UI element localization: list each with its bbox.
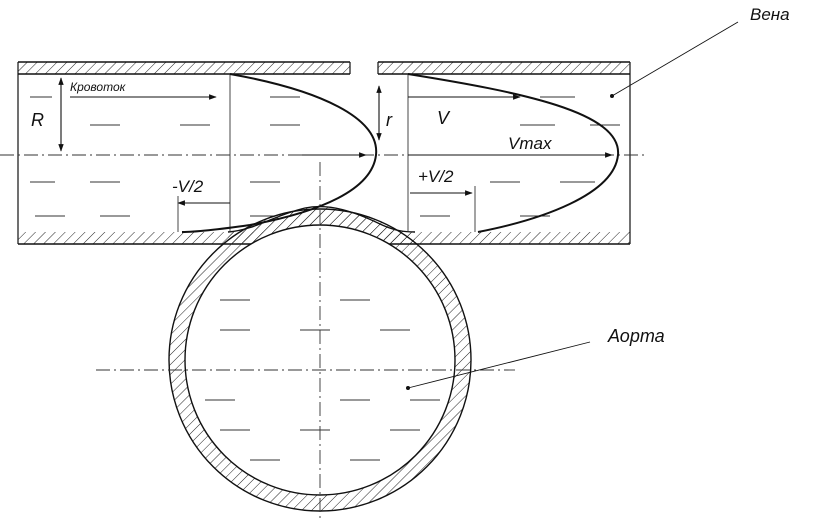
aorta-leader-line	[407, 341, 591, 389]
local-radius-label: r	[386, 110, 393, 130]
max-velocity-label: Vmax	[508, 134, 552, 153]
aorta-label: Аорта	[607, 326, 665, 346]
aorta-fluid-marks	[205, 299, 440, 461]
right-velocity-profile	[407, 73, 620, 233]
vein-leader-line	[611, 21, 739, 97]
pos-half-velocity-label: +V/2	[418, 167, 454, 186]
left-velocity-profile	[70, 73, 378, 233]
velocity-label: V	[437, 108, 451, 128]
blood-flow-label: Кровоток	[70, 80, 127, 94]
vein-label: Вена	[750, 5, 790, 24]
left-parabola	[181, 73, 378, 233]
neg-half-velocity-label: -V/2	[172, 177, 204, 196]
vein-top-wall	[18, 62, 630, 74]
right-parabola	[407, 73, 620, 233]
vein-radius-label: R	[31, 110, 44, 130]
vein-fluid-marks	[30, 96, 620, 217]
